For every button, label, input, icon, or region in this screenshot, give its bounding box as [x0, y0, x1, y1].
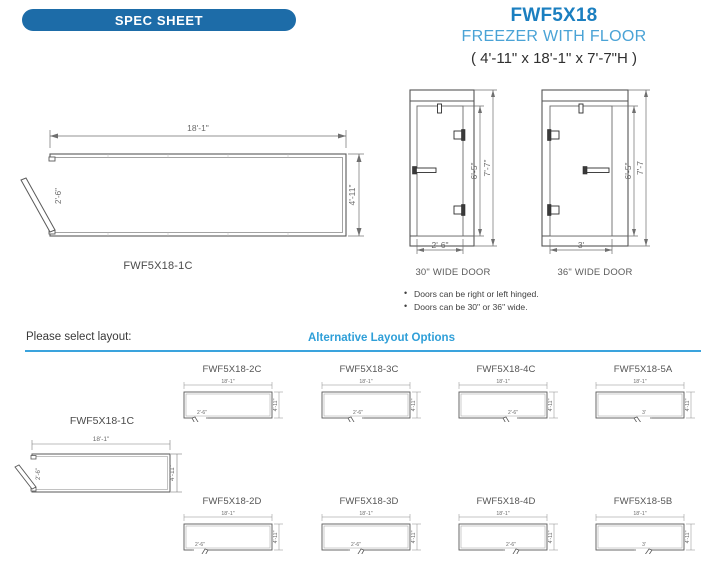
model-code: FWF5X18 — [510, 5, 598, 26]
alt-depth-label: 4'-11" — [411, 398, 417, 411]
alt-layout-caption: FWF5X18-4C — [476, 364, 536, 375]
alt-layout-thumb-2d[interactable]: 18'-1" 4'-11" 2'-6" — [176, 508, 288, 562]
elevation-30-door-height-label: 6'-5" — [469, 163, 479, 180]
alt-depth-label: 4'-11" — [273, 530, 279, 543]
alt-layout-caption: FWF5X18-2D — [202, 496, 262, 507]
alt-layout-caption: FWF5X18-4D — [476, 496, 536, 507]
selected-layout-door-label: 2'-6" — [36, 468, 42, 480]
alt-length-label: 18'-1" — [496, 511, 509, 517]
selected-layout-length-label: 18'-1" — [93, 436, 110, 443]
elevation-30-overall-height-label: 7'-7" — [482, 160, 492, 177]
alt-length-label: 18'-1" — [359, 511, 372, 517]
alternative-layout-options-label: Alternative Layout Options — [308, 332, 455, 344]
alt-door-label: 2'-6" — [195, 542, 205, 548]
elevation-30-width-label: 2'-6" — [432, 240, 449, 250]
alt-length-label: 18'-1" — [496, 379, 509, 385]
alt-door-label: 2'-6" — [197, 410, 207, 416]
spec-sheet-label: SPEC SHEET — [114, 12, 204, 28]
alt-depth-label: 4'-11" — [685, 398, 691, 411]
alt-layout-thumb-5a[interactable]: 18'-1" 4'-11" 3' — [588, 376, 700, 430]
plan-drawing: 18'-1" 4'-11" 2'-6" — [18, 118, 368, 258]
alt-length-label: 18'-1" — [633, 379, 646, 385]
elevation-30-drawing: 6'-5" 7'-7" 2'-6" — [392, 84, 502, 259]
title-block: FWF5X18 FREEZER WITH FLOOR ( 4'-11" x 18… — [386, 6, 722, 70]
selected-layout-caption: FWF5X18-1C — [69, 415, 135, 427]
alt-length-label: 18'-1" — [221, 379, 234, 385]
selected-layout-depth-label: 4'-11" — [169, 464, 176, 481]
alt-door-label: 3' — [642, 542, 646, 548]
select-layout-label: Please select layout: — [26, 331, 132, 343]
elevation-36-door-height-label: 6'-5" — [623, 163, 633, 180]
alt-layout-caption: FWF5X18-3D — [339, 496, 399, 507]
alt-layout-thumb-4c[interactable]: 18'-1" 4'-11" 2'-6" — [451, 376, 563, 430]
alt-layout-caption: FWF5X18-2C — [202, 364, 262, 375]
plan-caption: FWF5X18-1C — [123, 260, 193, 272]
alt-layout-thumb-3c[interactable]: 18'-1" 4'-11" 2'-6" — [314, 376, 426, 430]
alt-door-label: 2'-6" — [353, 410, 363, 416]
alt-layout-thumb-2c[interactable]: 18'-1" 4'-11" 2'-6" — [176, 376, 288, 430]
plan-door-label: 2'-6" — [54, 188, 63, 204]
plan-depth-label: 4'-11" — [347, 184, 357, 205]
alt-depth-label: 4'-11" — [685, 530, 691, 543]
alt-length-label: 18'-1" — [633, 511, 646, 517]
alt-layout-thumb-3d[interactable]: 18'-1" 4'-11" 2'-6" — [314, 508, 426, 562]
alt-depth-label: 4'-11" — [548, 530, 554, 543]
alt-layout-thumb-4d[interactable]: 18'-1" 4'-11" 2'-6" — [451, 508, 563, 562]
alt-depth-label: 4'-11" — [411, 530, 417, 543]
alt-length-label: 18'-1" — [359, 379, 372, 385]
alt-layout-caption: FWF5X18-5A — [613, 364, 673, 375]
section-divider — [25, 350, 701, 352]
alt-door-label: 2'-6" — [506, 542, 516, 548]
alt-depth-label: 4'-11" — [273, 398, 279, 411]
alt-layout-caption: FWF5X18-5B — [613, 496, 673, 507]
model-description: FREEZER WITH FLOOR — [461, 27, 647, 45]
elevation-36-caption: 36" WIDE DOOR — [557, 267, 633, 278]
door-notes-list: Doors can be right or left hinged. Doors… — [404, 287, 539, 315]
alt-length-label: 18'-1" — [221, 511, 234, 517]
alt-layout-caption: FWF5X18-3C — [339, 364, 399, 375]
model-dimensions: ( 4'-11" x 18'-1" x 7'-7"H ) — [470, 49, 637, 67]
elevation-36-overall-height-label: 7'-7 — [635, 161, 645, 175]
alt-depth-label: 4'-11" — [548, 398, 554, 411]
alt-door-label: 2'-6" — [508, 410, 518, 416]
door-note: Doors can be 30" or 36" wide. — [404, 300, 539, 314]
alt-layout-thumb-5b[interactable]: 18'-1" 4'-11" 3' — [588, 508, 700, 562]
alt-door-label: 3' — [642, 410, 646, 416]
elevation-36-drawing: 6'-5" 7'-7 3' — [528, 84, 653, 259]
elevation-30-caption: 30" WIDE DOOR — [415, 267, 491, 278]
spec-sheet-badge: SPEC SHEET — [22, 9, 296, 31]
door-note: Doors can be right or left hinged. — [404, 287, 539, 301]
elevation-36-width-label: 3' — [578, 240, 585, 250]
alt-door-label: 2'-6" — [351, 542, 361, 548]
plan-length-label: 18'-1" — [187, 123, 209, 133]
selected-layout-drawing[interactable]: 18'-1" 4'-11" 2'-6" — [10, 432, 185, 502]
